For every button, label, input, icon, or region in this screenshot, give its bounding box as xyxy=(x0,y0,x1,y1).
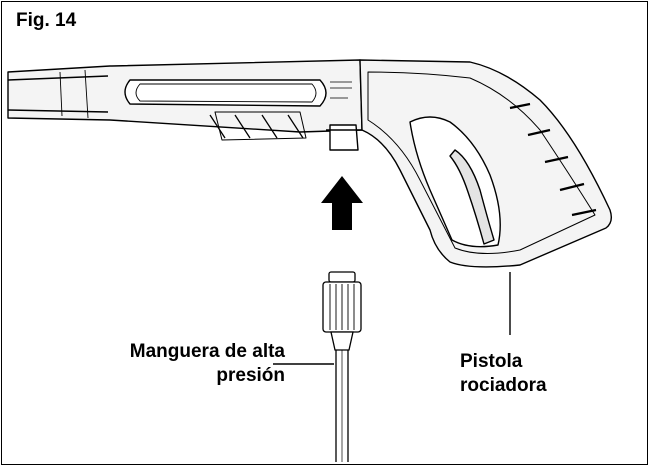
hose-label-line2: presión xyxy=(216,365,285,386)
hose-label-line1: Manguera de alta xyxy=(129,341,285,362)
spray-gun xyxy=(7,59,613,268)
gun-handle xyxy=(359,59,613,268)
gun-label-line1: Pistola xyxy=(460,351,523,372)
gun-label-line2: rociadora xyxy=(460,375,547,396)
hose-label: Manguera de alta presión xyxy=(130,340,285,388)
figure-title: Fig. 14 xyxy=(16,10,77,31)
gun-inlet xyxy=(329,124,359,151)
gun-grip-slot xyxy=(124,79,327,107)
gun-trigger xyxy=(449,149,495,245)
high-pressure-hose xyxy=(322,271,362,462)
gun-label: Pistola rociadora xyxy=(460,350,547,398)
up-arrow-icon xyxy=(321,176,363,230)
